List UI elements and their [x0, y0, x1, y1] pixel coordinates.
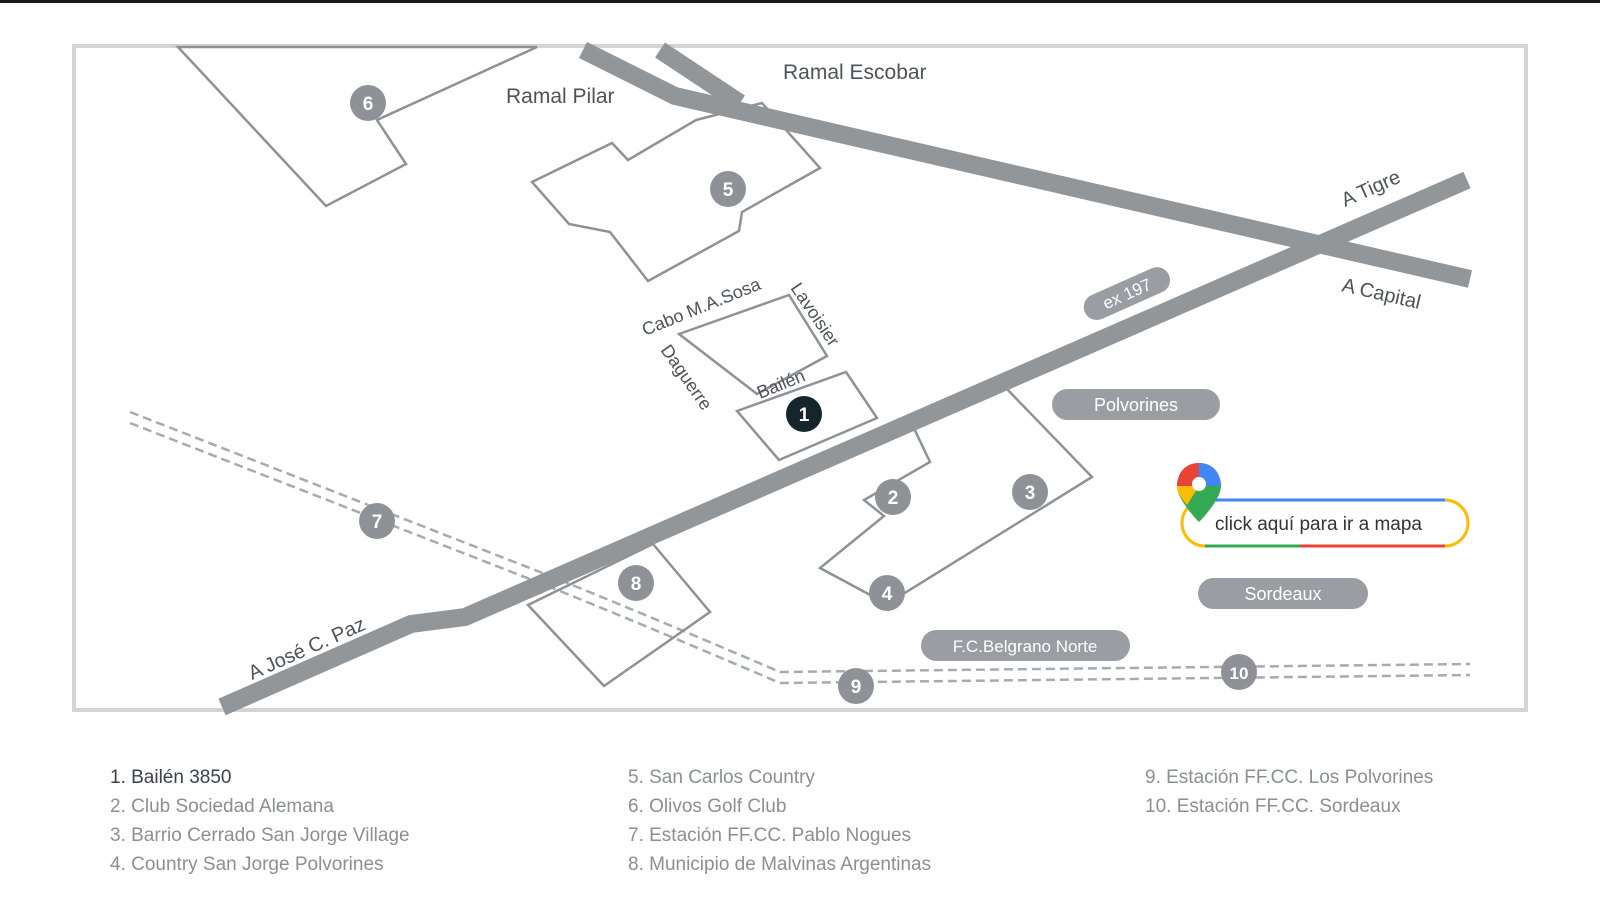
badge-polvorines: Polvorines [1052, 389, 1220, 420]
svg-text:3: 3 [1025, 483, 1036, 504]
marker-4: 4 [869, 575, 905, 611]
marker-7: 7 [359, 503, 395, 539]
marker-2: 2 [875, 479, 911, 515]
parcel-olivos-golf-club [175, 45, 538, 208]
legend-column-3: 9. Estación FF.CC. Los Polvorines 10. Es… [1145, 763, 1433, 821]
legend-item: 4. Country San Jorge Polvorines [110, 854, 384, 875]
google-maps-pin-icon [1177, 463, 1221, 522]
svg-text:10: 10 [1230, 664, 1249, 683]
road-ramal-escobar [655, 42, 745, 111]
label-sordeaux: Sordeaux [1244, 584, 1321, 604]
legend-item: 2. Club Sociedad Alemana [110, 796, 334, 817]
legend-item: 9. Estación FF.CC. Los Polvorines [1145, 767, 1434, 788]
parcel-san-carlos-country [529, 101, 822, 283]
svg-text:5: 5 [723, 180, 734, 201]
road-ex-197 [218, 171, 1471, 716]
open-map-label: click aquí para ir a mapa [1215, 514, 1422, 535]
legend-item: 1. Bailén 3850 [110, 767, 232, 788]
badge-sordeaux: Sordeaux [1198, 578, 1368, 609]
railway-belgrano-norte [129, 410, 1471, 685]
svg-text:8: 8 [631, 574, 642, 595]
top-border [0, 0, 1600, 3]
marker-5: 5 [710, 171, 746, 207]
label-polvorines: Polvorines [1094, 395, 1178, 415]
svg-text:7: 7 [372, 512, 383, 533]
open-map-button[interactable]: click aquí para ir a mapa [1177, 463, 1470, 548]
parcel-block-sosa [676, 293, 829, 396]
svg-text:4: 4 [882, 584, 893, 605]
parcel-san-jorge [817, 385, 1094, 606]
svg-text:1: 1 [799, 405, 810, 426]
legend-item: 3. Barrio Cerrado San Jorge Village [110, 825, 410, 846]
marker-9: 9 [838, 668, 874, 704]
legend-item: 5. San Carlos Country [628, 767, 815, 788]
legend-item: 8. Municipio de Malvinas Argentinas [628, 854, 932, 875]
legend-item: 7. Estación FF.CC. Pablo Nogues [628, 825, 912, 846]
road-ramal-pilar [578, 41, 1473, 288]
label-ramal-escobar: Ramal Escobar [783, 61, 927, 84]
parcel-bailen-3850 [734, 370, 879, 462]
marker-3: 3 [1012, 474, 1048, 510]
marker-8: 8 [618, 565, 654, 601]
label-ramal-pilar: Ramal Pilar [506, 85, 615, 108]
legend-column-2: 5. San Carlos Country 6. Olivos Golf Clu… [628, 763, 931, 879]
legend-item: 6. Olivos Golf Club [628, 796, 787, 817]
svg-text:6: 6 [363, 94, 374, 115]
legend-column-1: 1. Bailén 3850 2. Club Sociedad Alemana … [110, 763, 410, 879]
marker-10: 10 [1221, 654, 1257, 690]
label-fc-belgrano-norte: F.C.Belgrano Norte [953, 637, 1098, 656]
svg-text:9: 9 [851, 677, 862, 698]
parcel-municipio [525, 542, 712, 688]
marker-1: 1 [786, 396, 822, 432]
svg-text:2: 2 [888, 488, 899, 509]
legend-item: 10. Estación FF.CC. Sordeaux [1145, 796, 1401, 817]
marker-6: 6 [350, 85, 386, 121]
badge-fc-belgrano-norte: F.C.Belgrano Norte [921, 630, 1130, 661]
